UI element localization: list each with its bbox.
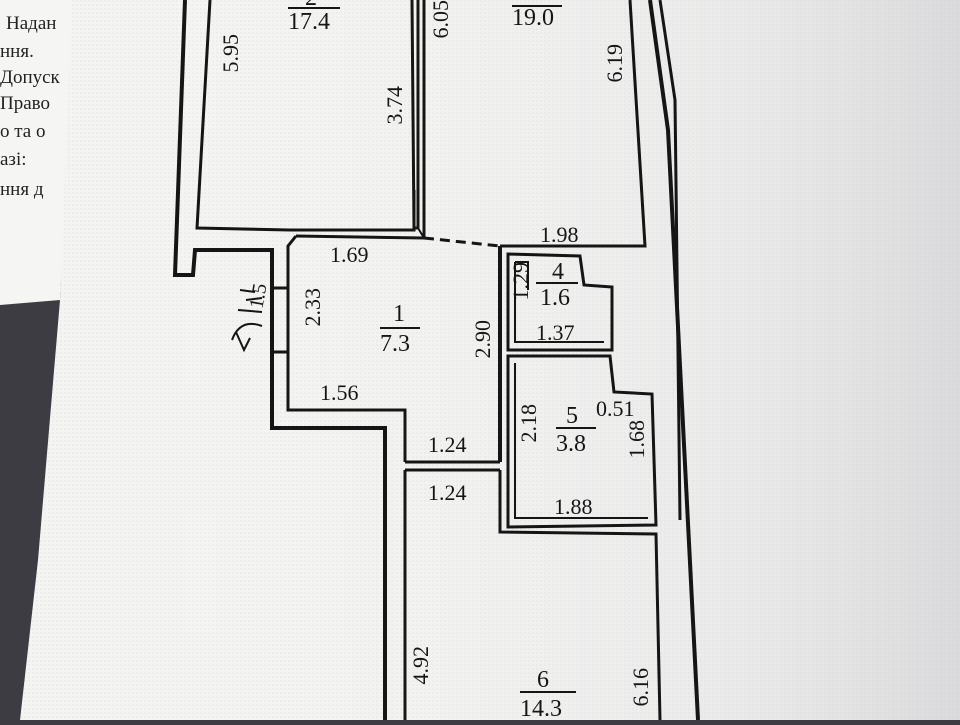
dim-r5-right: 1.68 <box>624 420 649 459</box>
dim-r3-right: 6.19 <box>602 44 627 83</box>
entrance-frame <box>272 286 290 354</box>
room5-walls <box>506 354 658 529</box>
dim-r5-bottom: 1.88 <box>554 494 593 519</box>
room2-number: 2 <box>305 0 317 10</box>
area-fraction-bars <box>288 5 596 693</box>
doc-line-5: о та о <box>0 121 46 142</box>
dim-hall-right: 2.90 <box>470 320 495 359</box>
room3-door-dash <box>423 236 501 248</box>
doc-line-6: азі: <box>0 149 27 170</box>
room5-area: 3.8 <box>556 431 586 457</box>
exterior-right-2 <box>658 0 682 521</box>
room5-inner <box>514 363 648 519</box>
dim-r2-inner: 3.74 <box>382 86 407 125</box>
room1-number: 1 <box>393 301 405 327</box>
doc-line-4: Право <box>0 93 50 114</box>
dim-r4-height: 1.29 <box>508 262 533 301</box>
paper-shadow <box>20 0 960 720</box>
doc-line-3: Допуск <box>0 67 60 88</box>
inner-wall-left <box>195 0 291 232</box>
doc-line-1: Надан <box>6 13 57 34</box>
dim-corridor-bottom: 1.24 <box>428 480 467 505</box>
exterior-right-1 <box>648 0 700 721</box>
room3-area: 19.0 <box>512 5 554 31</box>
room6-number: 6 <box>537 667 549 693</box>
room4-number: 4 <box>552 259 564 285</box>
dim-r5-notch: 0.51 <box>596 396 635 421</box>
dim-r4-bottom: 1.37 <box>536 320 575 345</box>
room2-right-wall <box>410 0 420 230</box>
dim-corridor-top: 1.24 <box>428 432 467 457</box>
dim-hall-bottom: 1.56 <box>320 380 359 405</box>
room3-right-wall <box>500 0 647 248</box>
room2-area: 17.4 <box>288 9 330 35</box>
dim-r5-left: 2.18 <box>516 404 541 443</box>
room4-area: 1.6 <box>540 285 570 311</box>
outer-wall-left <box>172 0 387 720</box>
dim-hall-left: 2.33 <box>300 288 325 327</box>
door-mark-icon <box>231 289 263 353</box>
room2-lower-right <box>290 190 416 232</box>
dim-hall-top: 1.69 <box>330 242 369 267</box>
dim-r3-left: 6.05 <box>428 0 453 39</box>
dim-r3-bottom: 1.98 <box>540 222 579 247</box>
door-mark-label: 1.5 <box>245 281 272 311</box>
dim-r2-height: 5.95 <box>218 34 243 73</box>
room4-inner <box>514 261 604 343</box>
room5-number: 5 <box>566 403 578 429</box>
hall-left-wall <box>286 235 407 462</box>
dim-r6-left: 4.92 <box>408 646 433 685</box>
doc-line-7: ння д <box>0 179 44 200</box>
room1-area: 7.3 <box>380 331 410 357</box>
dim-r6-right: 6.16 <box>628 668 653 707</box>
corridor-lower <box>498 470 662 721</box>
doc-line-2: ння. <box>0 41 34 62</box>
walls <box>172 0 700 721</box>
document-sheet <box>0 0 75 305</box>
room3-bottom-inner <box>417 227 425 239</box>
corridor-wall <box>405 460 500 472</box>
room6-area: 14.3 <box>520 696 562 722</box>
room4-walls <box>506 252 614 352</box>
hall-top-line <box>295 234 425 240</box>
